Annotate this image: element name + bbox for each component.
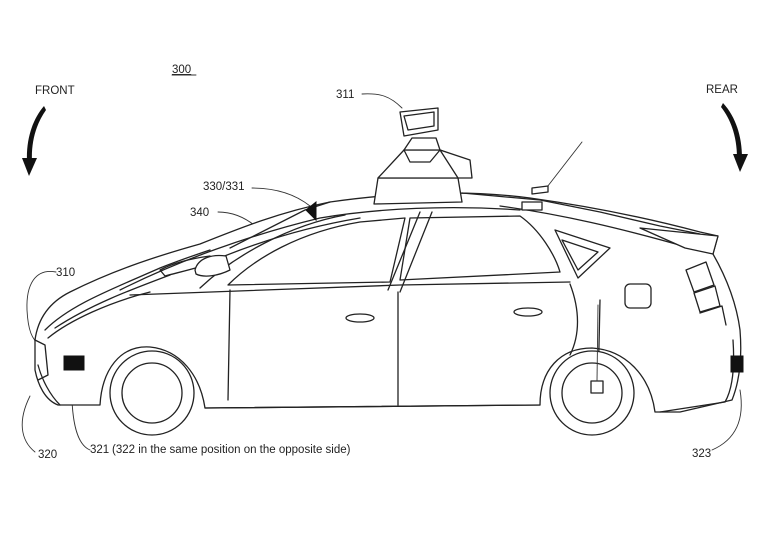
leader-320 bbox=[22, 396, 35, 452]
roof-sensor-housing bbox=[374, 108, 472, 204]
label-340: 340 bbox=[190, 207, 209, 219]
label-323: 323 bbox=[692, 448, 711, 460]
front-wheel bbox=[110, 351, 194, 435]
label-321: 321 bbox=[90, 444, 109, 456]
label-330-331: 330/331 bbox=[203, 181, 245, 193]
antenna-sensor bbox=[532, 186, 548, 194]
rear-label: REAR bbox=[706, 84, 738, 96]
front-label: FRONT bbox=[35, 85, 75, 97]
rear-sensor-323 bbox=[731, 356, 743, 372]
figure-number: 300 bbox=[172, 64, 191, 76]
leader-antenna bbox=[544, 142, 582, 191]
leader-330-331 bbox=[252, 188, 310, 206]
side-sensor-321 bbox=[64, 356, 84, 370]
label-310: 310 bbox=[56, 267, 75, 279]
rear-arrow-icon bbox=[721, 103, 748, 172]
roof-rear-sensor bbox=[522, 202, 542, 210]
label-320: 320 bbox=[38, 449, 57, 461]
label-311: 311 bbox=[336, 89, 354, 101]
label-322-note: (322 in the same position on the opposit… bbox=[112, 444, 351, 456]
leader-311 bbox=[362, 94, 402, 108]
front-arrow-icon bbox=[22, 106, 46, 176]
